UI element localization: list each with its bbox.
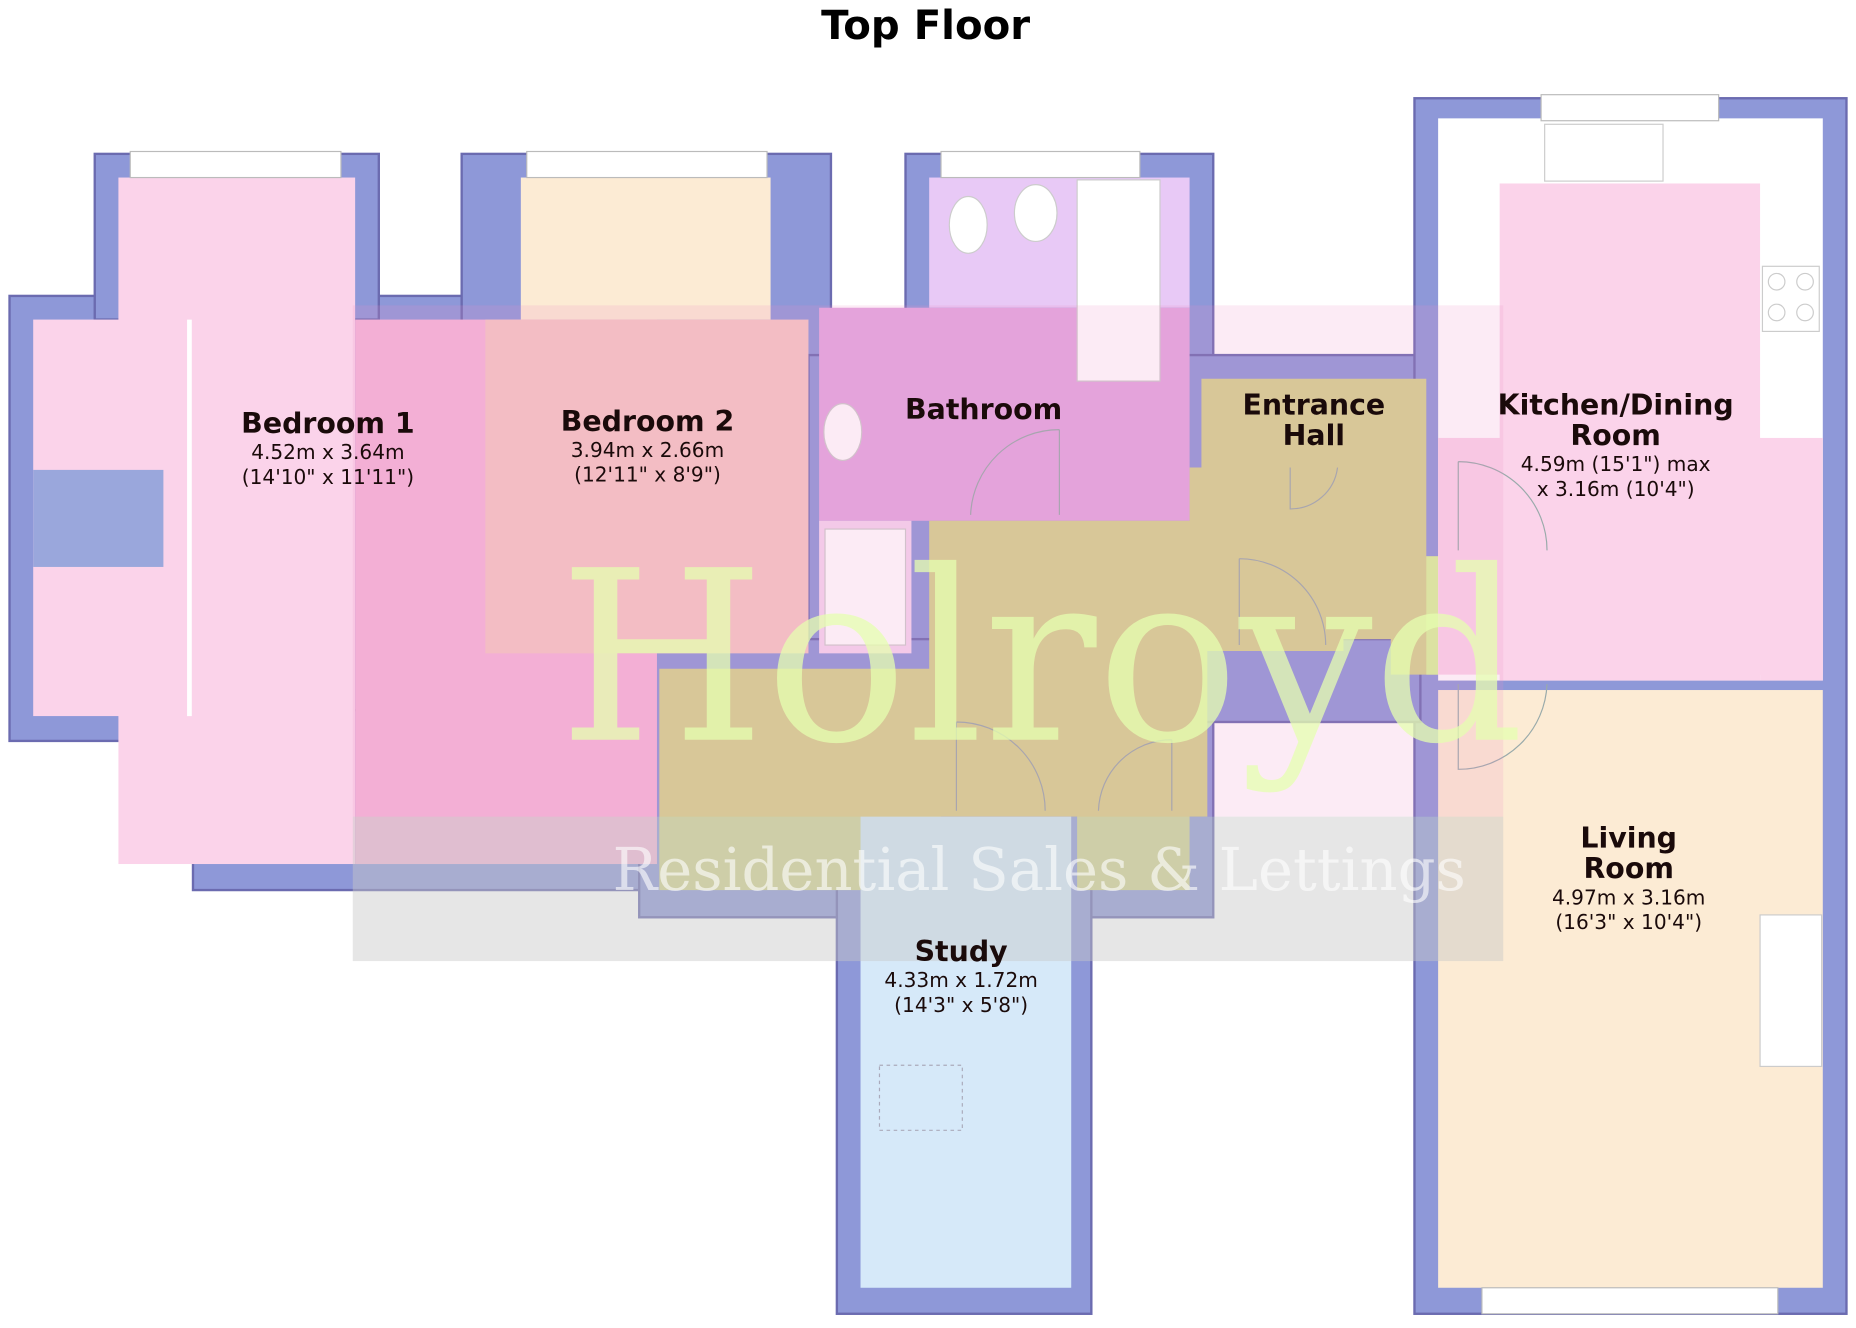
kitchen-sink-icon — [1544, 123, 1664, 182]
study-name: Study — [915, 935, 1008, 968]
hall-name-1: Entrance — [1243, 388, 1386, 421]
bathroom-name: Bathroom — [905, 393, 1062, 426]
watermark-tagline: Residential Sales & Lettings — [613, 835, 1466, 904]
room-bathroom — [819, 177, 1190, 654]
wardrobe — [33, 469, 164, 567]
living-imperial: (16'3" x 10'4") — [1555, 910, 1702, 934]
basin-icon — [1013, 184, 1058, 243]
sink-icon — [823, 403, 863, 462]
bedroom2-metric: 3.94m x 2.66m — [571, 438, 724, 462]
study-metric: 4.33m x 1.72m — [884, 968, 1037, 992]
bedroom2-name: Bedroom 2 — [561, 405, 734, 438]
study-imperial: (14'3" x 5'8") — [894, 993, 1028, 1017]
window — [129, 150, 342, 179]
bedroom1-metric: 4.52m x 3.64m — [251, 440, 404, 464]
living-metric: 4.97m x 3.16m — [1552, 885, 1705, 909]
window — [940, 150, 1141, 179]
bath-icon — [1076, 179, 1161, 382]
window — [1540, 94, 1720, 122]
living-name-2: Room — [1583, 852, 1673, 885]
room-living — [1438, 461, 1823, 1288]
room-study — [860, 816, 1072, 1288]
watermark: Holroyd Residential Sales & Lettings — [352, 305, 1525, 962]
kitchen-dim-2: x 3.16m (10'4") — [1537, 477, 1695, 501]
window — [1481, 1287, 1779, 1315]
watermark-brand: Holroyd — [559, 520, 1525, 796]
shower-icon — [824, 528, 907, 646]
kitchen-dim-1: 4.59m (15'1") max — [1521, 452, 1711, 476]
room-labels: Bedroom 1 4.52m x 3.64m (14'10" x 11'11"… — [241, 388, 1733, 1017]
windows — [129, 94, 1779, 1315]
bedroom1-imperial: (14'10" x 11'11") — [242, 465, 414, 489]
toilet-icon — [948, 195, 988, 254]
kitchen-name-2: Room — [1570, 419, 1660, 452]
room-kitchen-dining — [1438, 118, 1823, 681]
window — [526, 150, 768, 179]
living-name-1: Living — [1580, 821, 1677, 854]
floor-title: Top Floor — [821, 3, 1030, 49]
hall-name-2: Hall — [1283, 419, 1345, 452]
kitchen-name-1: Kitchen/Dining — [1498, 388, 1734, 421]
bedroom1-name: Bedroom 1 — [241, 407, 414, 440]
room-bedroom-2 — [485, 177, 809, 654]
bedroom2-imperial: (12'11" x 8'9") — [574, 463, 721, 487]
